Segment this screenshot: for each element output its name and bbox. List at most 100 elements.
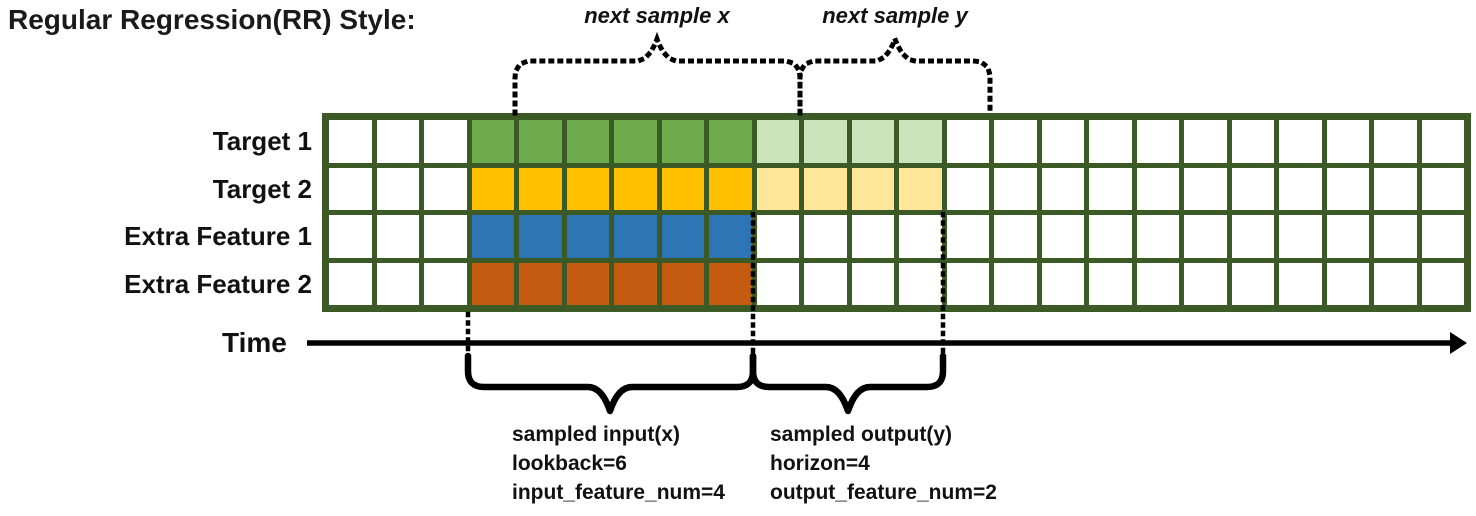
grid-cell — [709, 120, 752, 163]
grid-cell — [519, 120, 562, 163]
grid-cell — [1089, 167, 1132, 210]
output-feature-num-line: output_feature_num=2 — [770, 481, 997, 504]
grid-cell — [614, 167, 657, 210]
lookback-line: lookback=6 — [512, 452, 627, 475]
grid-cell — [899, 215, 942, 258]
grid-cell — [1184, 167, 1227, 210]
next-sample-x-label: next sample x — [584, 3, 730, 28]
grid-cell — [329, 120, 372, 163]
sampled-input-line: sampled input(x) — [512, 423, 681, 446]
grid-cell — [661, 120, 704, 163]
grid-cell — [1374, 215, 1417, 258]
grid-cell — [1041, 215, 1084, 258]
grid-cell — [661, 215, 704, 258]
grid-cell — [1089, 120, 1132, 163]
grid-cell — [1136, 262, 1179, 305]
grid-cell — [756, 215, 799, 258]
next-sample-y-label: next sample y — [822, 3, 968, 28]
grid-cell — [1421, 262, 1464, 305]
grid-cell — [376, 215, 419, 258]
grid-cell — [1089, 262, 1132, 305]
grid-cell — [1041, 120, 1084, 163]
grid-cell — [329, 215, 372, 258]
grid-cell — [756, 120, 799, 163]
grid-cell — [471, 262, 514, 305]
grid-cell — [899, 262, 942, 305]
time-axis-label: Time — [222, 327, 287, 358]
grid-cell — [709, 167, 752, 210]
grid-cell — [946, 215, 989, 258]
grid-cell — [1136, 167, 1179, 210]
grid-cell — [424, 120, 467, 163]
next-sample-x-brace — [512, 31, 803, 116]
grid-cell — [566, 120, 609, 163]
grid-cell — [1374, 120, 1417, 163]
grid-cell — [614, 120, 657, 163]
output-brace — [749, 352, 947, 415]
grid-cell — [1326, 120, 1369, 163]
grid-cell — [851, 215, 894, 258]
grid-cell — [566, 262, 609, 305]
row-label-extra-feature-2: Extra Feature 2 — [124, 268, 312, 299]
grid-cell — [376, 262, 419, 305]
grid-cell — [804, 262, 847, 305]
grid-cell — [804, 215, 847, 258]
grid-cell — [1421, 215, 1464, 258]
next-sample-y-brace — [797, 31, 993, 116]
grid-cell — [1279, 262, 1322, 305]
grid-cell — [1326, 215, 1369, 258]
grid-cell — [519, 215, 562, 258]
grid-cell — [899, 167, 942, 210]
row-label-target-2: Target 2 — [212, 173, 312, 204]
grid-cell — [1374, 167, 1417, 210]
grid-cell — [1279, 215, 1322, 258]
grid-cell — [376, 167, 419, 210]
grid-cell — [424, 215, 467, 258]
grid-cell — [1136, 215, 1179, 258]
grid-cell — [471, 215, 514, 258]
sampled-input-note: sampled input(x) lookback=6 input_featur… — [512, 420, 725, 507]
grid-cell — [424, 262, 467, 305]
grid-cell — [946, 262, 989, 305]
grid-cell — [1184, 215, 1227, 258]
grid-cell — [329, 167, 372, 210]
grid-cell — [566, 215, 609, 258]
grid-cell — [424, 167, 467, 210]
grid-cell — [899, 120, 942, 163]
grid-cell — [756, 167, 799, 210]
grid-cell — [1374, 262, 1417, 305]
grid-cell — [1041, 262, 1084, 305]
grid-cell — [946, 167, 989, 210]
grid-cell — [1326, 262, 1369, 305]
grid-cell — [1089, 215, 1132, 258]
grid-cell — [1184, 262, 1227, 305]
grid-cell — [471, 120, 514, 163]
grid-cell — [994, 167, 1037, 210]
grid-cell — [376, 120, 419, 163]
grid-cell — [756, 262, 799, 305]
grid-cell — [994, 215, 1037, 258]
grid-cell — [1231, 262, 1274, 305]
grid-cell — [804, 167, 847, 210]
grid-cell — [566, 167, 609, 210]
grid-cell — [994, 262, 1037, 305]
grid-cell — [614, 215, 657, 258]
sampled-output-line: sampled output(y) — [770, 423, 952, 446]
grid-cell — [329, 262, 372, 305]
diagram-title: Regular Regression(RR) Style: — [8, 4, 416, 35]
grid-cell — [851, 262, 894, 305]
sampled-output-note: sampled output(y) horizon=4 output_featu… — [770, 420, 997, 507]
grid-cell — [709, 215, 752, 258]
grid-cell — [519, 167, 562, 210]
grid-cell — [1279, 120, 1322, 163]
grid-cell — [1231, 215, 1274, 258]
grid-cell — [661, 262, 704, 305]
grid-cell — [1184, 120, 1227, 163]
grid-cell — [1279, 167, 1322, 210]
grid-cell — [519, 262, 562, 305]
grid-cell — [1231, 167, 1274, 210]
time-series-grid — [322, 113, 1471, 312]
grid-cell — [1231, 120, 1274, 163]
